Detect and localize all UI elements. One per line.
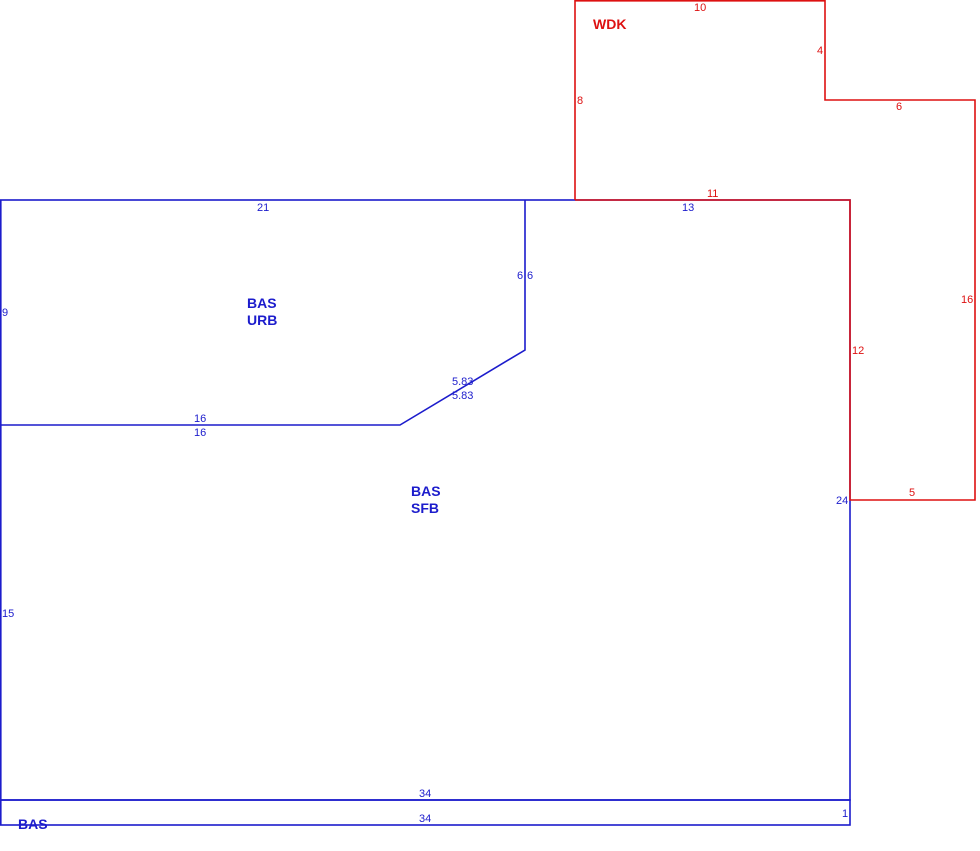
- sfb-area-code: BAS: [411, 483, 441, 499]
- dim-strip-right: 1: [842, 808, 848, 820]
- deck-outlines: [574, 0, 976, 501]
- strip-area-code: BAS: [18, 816, 48, 832]
- dim-urb-top: 21: [257, 202, 269, 214]
- dim-sfb-right: 24: [836, 495, 848, 507]
- dim-deck-shared: 11: [707, 188, 718, 200]
- dim-deck-step: 4: [817, 45, 823, 57]
- urb-area-subcode: URB: [247, 312, 277, 328]
- dim-diagonal-a: 5.83: [452, 376, 473, 388]
- dim-mid-b: 16: [194, 427, 206, 439]
- dim-deck-top: 10: [694, 2, 706, 14]
- dim-sfb-top: 13: [682, 202, 694, 214]
- dim-deck-right: 16: [961, 294, 973, 306]
- dim-bottom-b: 34: [419, 813, 431, 825]
- dim-diagonal-b: 5.83: [452, 390, 473, 402]
- dim-deck-ledge: 6: [896, 101, 902, 113]
- dim-urb-left: 9: [2, 307, 8, 319]
- bottom-strip-outline: [0, 799, 851, 826]
- dim-deck-bottom: 5: [909, 487, 915, 499]
- dim-sfb-left: 15: [2, 608, 14, 620]
- urb-area-code: BAS: [247, 295, 277, 311]
- deck-outline: [574, 0, 976, 501]
- dim-urb-right-b: 6: [527, 270, 533, 282]
- dim-mid-a: 16: [194, 413, 206, 425]
- deck-area-code: WDK: [593, 16, 626, 32]
- urb-partition-line: [0, 200, 526, 426]
- dim-deck-inner: 12: [852, 345, 864, 357]
- dim-bottom-a: 34: [419, 788, 431, 800]
- dim-urb-right-a: 6: [517, 270, 523, 282]
- dim-deck-left: 8: [577, 95, 583, 107]
- sfb-area-subcode: SFB: [411, 500, 439, 516]
